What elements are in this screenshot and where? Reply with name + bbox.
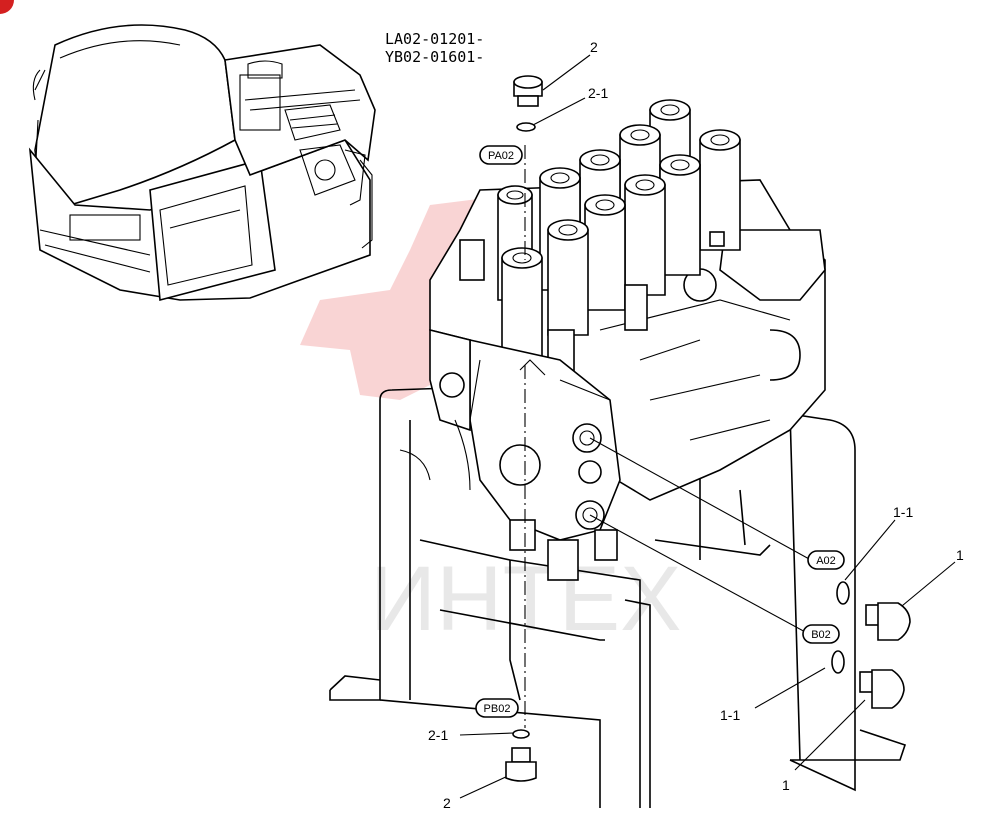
watermark-text: ИНТЕХ — [370, 548, 682, 650]
callout-oring-a: 1-1 — [893, 504, 913, 520]
svg-text:B02: B02 — [811, 629, 831, 641]
svg-text:A02: A02 — [816, 555, 836, 567]
callout-plug-top: 2 — [590, 39, 598, 55]
control-valve — [429, 99, 826, 581]
part-oring-a[interactable] — [836, 581, 850, 605]
port-tag-a02: A02 — [807, 550, 845, 570]
corner-badge — [0, 0, 14, 14]
callout-plug-b: 1 — [782, 777, 790, 793]
callout-oring-bottom: 2-1 — [428, 727, 448, 743]
serial-number-yb: YB02-01601- — [385, 48, 484, 66]
callout-plug-bottom: 2 — [443, 795, 451, 811]
spool-caps — [497, 99, 741, 366]
serial-number-la: LA02-01201- — [385, 30, 484, 48]
part-oring-b[interactable] — [831, 650, 845, 674]
svg-text:PB02: PB02 — [484, 703, 511, 715]
port-tag-pa02: PA02 — [479, 145, 523, 165]
port-tag-pb02: PB02 — [475, 698, 519, 718]
callout-plug-a: 1 — [956, 547, 964, 563]
callout-labels: 2 2-1 1-1 1 1-1 1 2-1 2 — [428, 39, 964, 811]
svg-text:PA02: PA02 — [488, 150, 514, 162]
leader-lines — [459, 54, 956, 799]
part-plug-b[interactable] — [859, 669, 905, 709]
part-plug-top[interactable] — [513, 75, 543, 107]
part-oring-bottom[interactable] — [512, 729, 530, 739]
serial-numbers: LA02-01201- YB02-01601- — [385, 30, 484, 66]
part-plug-a[interactable] — [865, 602, 911, 641]
part-oring-top[interactable] — [516, 122, 536, 132]
part-plug-bottom[interactable] — [505, 747, 537, 782]
callout-oring-b: 1-1 — [720, 707, 740, 723]
port-tag-b02: B02 — [802, 624, 840, 644]
machine-overview — [28, 24, 376, 302]
callout-oring-top: 2-1 — [588, 85, 608, 101]
support-frame — [329, 384, 907, 808]
